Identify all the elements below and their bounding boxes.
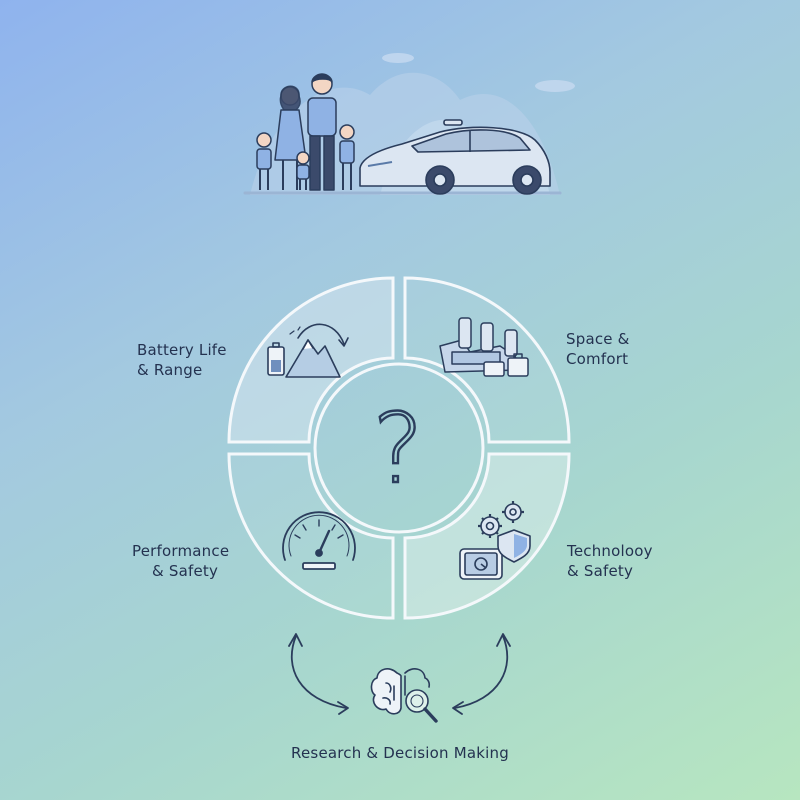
- label-technology: Technolooy & Safety: [567, 541, 653, 581]
- label-performance: Performance & Safety: [132, 541, 229, 581]
- car-seats-luggage-icon: [439, 317, 529, 377]
- left-arrow-icon: [290, 635, 347, 709]
- speedometer-icon: [282, 511, 356, 570]
- label-space: Space & Comfort: [566, 329, 630, 369]
- label-technology-line2: & Safety: [567, 562, 634, 580]
- label-research: Research & Decision Making: [291, 744, 509, 762]
- gears-shield-tablet-icon: [459, 501, 531, 580]
- battery-mountain-icon: [267, 323, 349, 378]
- label-performance-line2: & Safety: [152, 562, 219, 580]
- label-battery-line1: Battery Life: [137, 341, 227, 359]
- brain-magnifier-icon: [370, 668, 438, 723]
- label-performance-line1: Performance: [132, 542, 230, 560]
- label-technology-line1: Technolooy: [567, 542, 653, 560]
- right-arrow-icon: [454, 635, 509, 709]
- label-space-line1: Space &: [566, 330, 630, 348]
- label-space-line2: Comfort: [566, 350, 629, 368]
- quadrant-technology: [403, 452, 571, 620]
- electric-suv-icon: [359, 119, 551, 195]
- quadrant-performance: [227, 452, 395, 620]
- label-battery-line2: & Range: [137, 361, 203, 379]
- family-icon: [256, 73, 355, 191]
- center-circle: [313, 362, 485, 534]
- center-question-mark: ?: [373, 393, 424, 505]
- label-battery: Battery Life & Range: [137, 340, 227, 380]
- cycle-arrows: [288, 633, 511, 715]
- family-car-illustration: [243, 53, 575, 195]
